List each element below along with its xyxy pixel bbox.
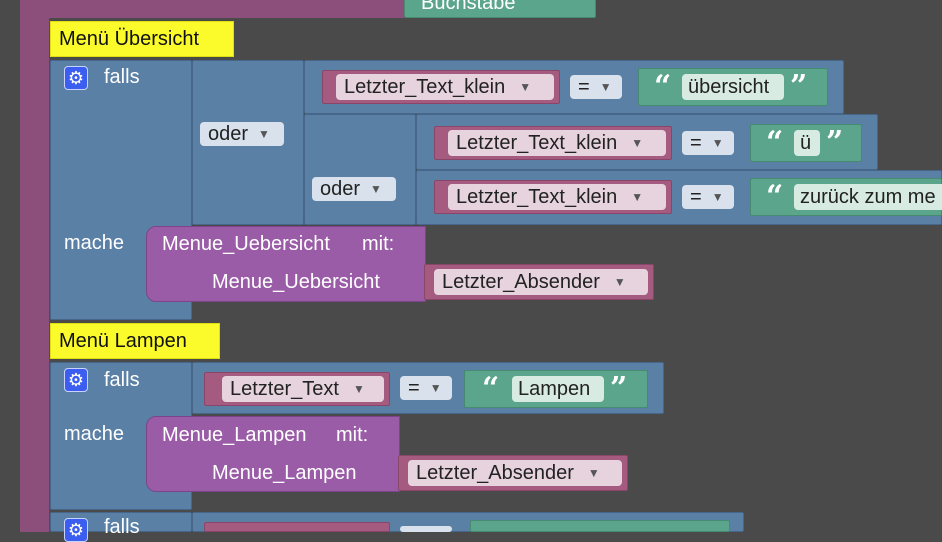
dropdown-arrow-icon: ▼ [519,80,532,94]
comment-menu-lampen[interactable]: Menü Lampen [50,323,220,359]
or-operator-dropdown-inner[interactable]: oder ▼ [312,177,396,201]
comment-menu-uebersicht[interactable]: Menü Übersicht [50,21,234,57]
operator-label-2: = [690,131,702,154]
dropdown-arrow-icon: ▼ [711,190,724,204]
procedure-param-2: Menue_Lampen [212,462,357,484]
gear-icon[interactable]: ⚙ [64,518,88,542]
procedure-name-1: Menue_Uebersicht [162,233,330,255]
dropdown-arrow-icon: ▼ [631,190,644,204]
operator-label-3: = [690,185,702,208]
text-value-2[interactable]: ü [794,130,820,156]
dropdown-arrow-icon: ▼ [587,466,600,480]
falls-label-3: falls [104,516,140,538]
quote-open-icon: “ [482,371,500,406]
variable-name-3: Letzter_Text_klein [456,185,618,208]
procedure-param-1: Menue_Uebersicht [212,271,380,293]
variable-dropdown-4[interactable]: Letzter_Text ▼ [222,376,384,402]
quote-open-icon: “ [766,125,784,160]
variable-block-partial[interactable] [204,522,390,532]
mache-label: mache [64,232,125,254]
quote-close-icon: ” [826,125,844,160]
quote-close-icon: ” [790,69,808,104]
procedure-call-uebersicht[interactable] [146,226,426,302]
operator-label-4: = [408,376,420,399]
operator-label-1: = [578,75,590,98]
mache-label-2: mache [64,423,125,445]
partial-text-block[interactable]: Buchstabe [404,0,596,18]
dropdown-arrow-icon: ▼ [370,182,382,196]
falls-label: falls [104,66,140,88]
text-block-partial[interactable] [470,520,730,532]
dropdown-arrow-icon: ▼ [258,127,270,141]
compare-operator-2[interactable]: =▼ [682,131,734,155]
compare-operator-4[interactable]: =▼ [400,376,452,400]
gear-icon[interactable]: ⚙ [64,66,88,90]
variable-dropdown-3[interactable]: Letzter_Text_klein ▼ [448,184,666,210]
quote-open-icon: “ [654,69,672,104]
argument-dropdown-1[interactable]: Letzter_Absender ▼ [434,269,648,295]
dropdown-arrow-icon: ▼ [352,382,365,396]
text-value-4[interactable]: Lampen [512,376,604,402]
compare-operator-1[interactable]: =▼ [570,75,622,99]
compare-operator-3[interactable]: =▼ [682,185,734,209]
quote-open-icon: “ [766,179,784,214]
outer-loop-top [20,0,405,18]
procedure-mit-2: mit: [336,424,369,446]
text-value-1[interactable]: übersicht [682,74,784,100]
procedure-mit-1: mit: [362,233,395,255]
argument-name-2: Letzter_Absender [416,461,574,484]
or-block-inner[interactable] [304,114,416,225]
dropdown-arrow-icon: ▼ [613,275,626,289]
quote-close-icon: ” [610,371,628,406]
variable-dropdown-1[interactable]: Letzter_Text_klein ▼ [336,74,554,100]
or-operator-label-inner: oder [320,177,361,200]
partial-text-label: Buchstabe [421,0,516,14]
outer-loop-rail [20,0,50,532]
or-operator-dropdown[interactable]: oder ▼ [200,122,284,146]
dropdown-arrow-icon: ▼ [711,136,724,150]
dropdown-arrow-icon: ▼ [631,136,644,150]
procedure-call-lampen[interactable] [146,416,400,492]
variable-name-1: Letzter_Text_klein [344,75,506,98]
variable-name-4: Letzter_Text [230,377,339,400]
variable-name-2: Letzter_Text_klein [456,131,618,154]
or-operator-label: oder [208,122,249,145]
dropdown-arrow-icon: ▼ [599,80,612,94]
falls-label-2: falls [104,369,140,391]
gear-icon[interactable]: ⚙ [64,368,88,392]
argument-dropdown-2[interactable]: Letzter_Absender ▼ [408,460,622,486]
argument-name-1: Letzter_Absender [442,270,600,293]
dropdown-arrow-icon: ▼ [429,381,442,395]
text-value-3[interactable]: zurück zum me [794,184,942,210]
variable-dropdown-2[interactable]: Letzter_Text_klein ▼ [448,130,666,156]
compare-operator-partial[interactable] [400,526,452,532]
procedure-name-2: Menue_Lampen [162,424,307,446]
